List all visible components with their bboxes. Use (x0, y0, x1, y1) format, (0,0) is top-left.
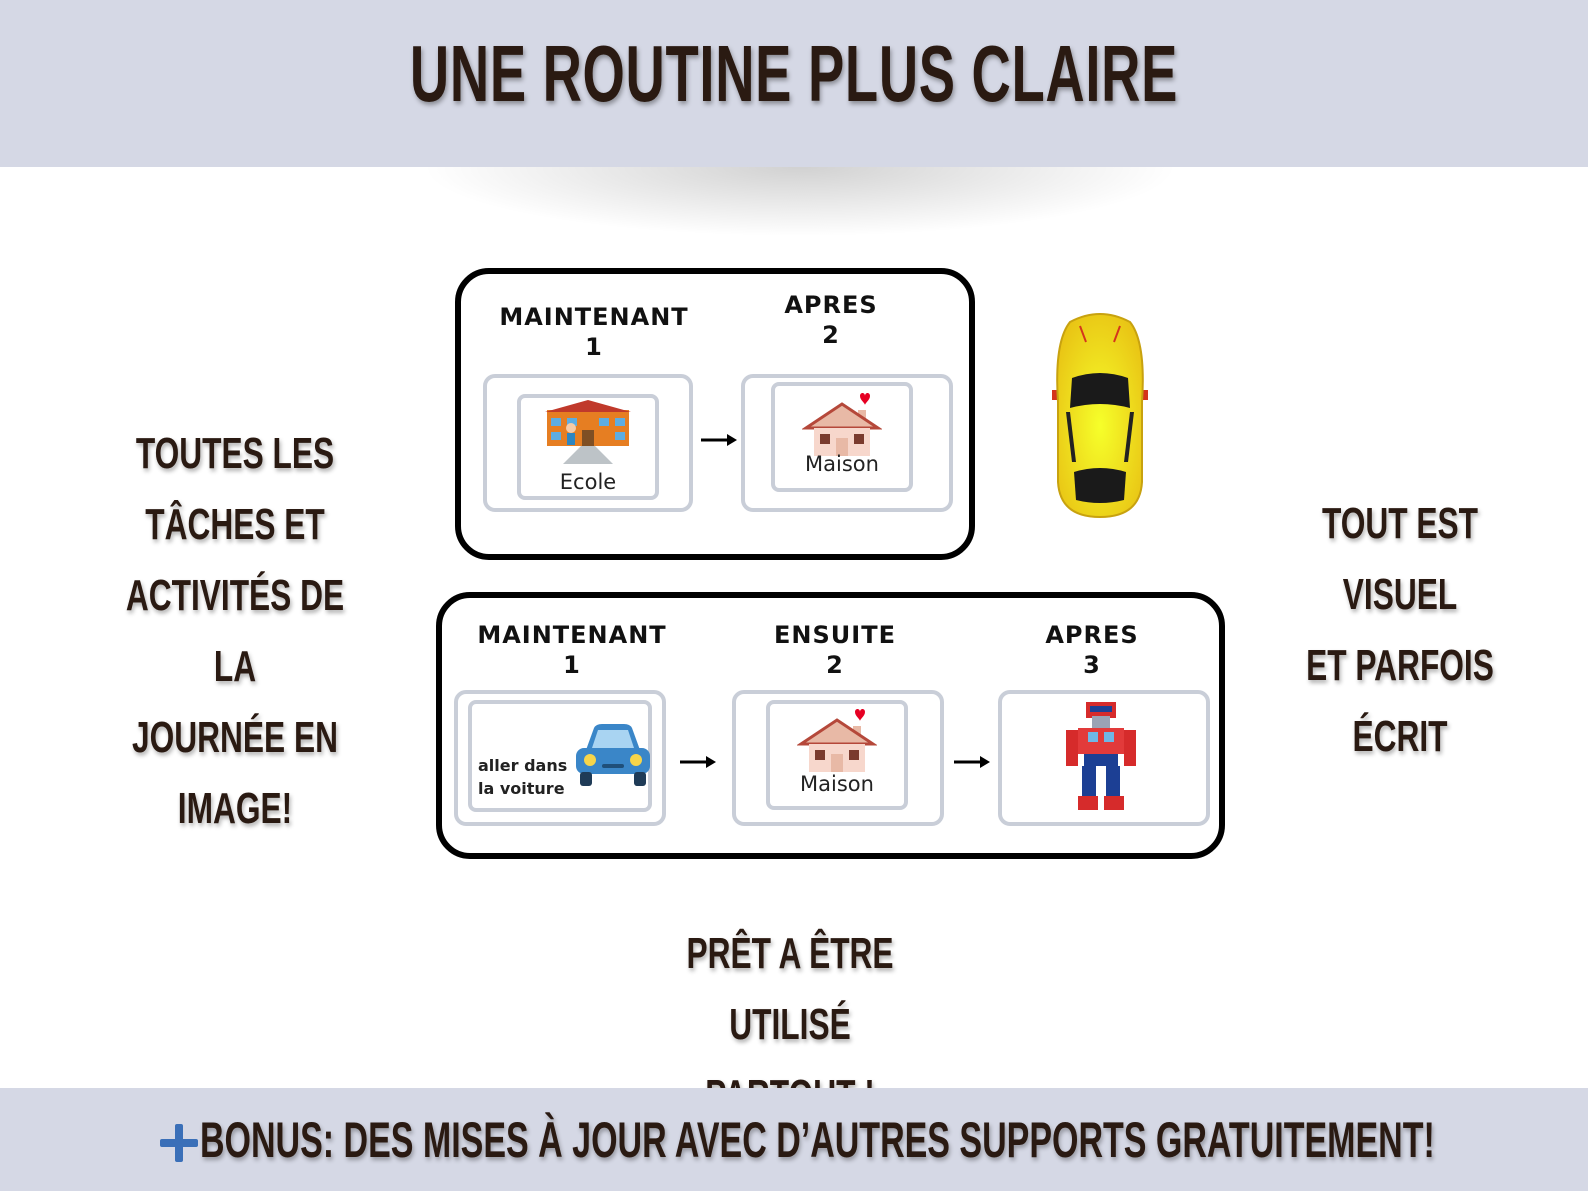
left-line: TÂCHES ET (145, 500, 325, 549)
right-line: TOUT EST VISUEL (1321, 499, 1479, 619)
right-description: TOUT EST VISUEL ET PARFOIS ÉCRIT (1225, 488, 1575, 772)
step-number: 1 (563, 651, 581, 679)
card-label-line: aller dans (478, 756, 568, 775)
left-line: TOUTES LES (135, 429, 335, 478)
step-card-school[interactable]: Ecole (483, 374, 693, 512)
blue-car-icon (576, 724, 650, 786)
step-title: APRES (784, 291, 878, 319)
house-icon (797, 709, 877, 772)
step-heading: MAINTENANT 1 (462, 620, 682, 680)
routine-board-two-steps: MAINTENANT 1 APRES 2 Ecole (455, 268, 975, 560)
card-label: Maison (805, 452, 879, 476)
step-number: 2 (822, 321, 840, 349)
step-card-toy-robot[interactable] (998, 690, 1210, 826)
header-band (0, 0, 1588, 167)
left-description: TOUTES LES TÂCHES ET ACTIVITÉS DE LA JOU… (60, 418, 410, 844)
step-title: ENSUITE (774, 621, 896, 649)
house-icon (802, 393, 882, 456)
left-line: IMAGE! (177, 784, 293, 833)
step-title: MAINTENANT (499, 303, 689, 331)
step-number: 2 (826, 651, 844, 679)
step-card-house[interactable]: Maison (741, 374, 953, 512)
arrow-right-icon (680, 756, 716, 768)
step-heading: MAINTENANT 1 (489, 302, 699, 362)
card-label: Maison (800, 772, 874, 796)
picto-card: Maison (766, 700, 908, 810)
picto-card: Maison (771, 382, 913, 492)
routine-board-three-steps: MAINTENANT 1 ENSUITE 2 APRES 3 aller dan… (436, 592, 1225, 859)
left-line: ACTIVITÉS DE LA (125, 571, 345, 691)
step-card-house[interactable]: Maison (732, 690, 944, 826)
yellow-sports-car-icon (1052, 313, 1148, 519)
card-label: aller dans la voiture (478, 754, 567, 800)
step-heading: ENSUITE 2 (750, 620, 920, 680)
step-title: APRES (1045, 621, 1139, 649)
arrow-right-icon (701, 434, 737, 446)
header-shadow (420, 167, 1180, 237)
picto-card: aller dans la voiture (468, 700, 652, 812)
bonus-text: BONUS: DES MISES À JOUR AVEC D’AUTRES SU… (200, 1112, 1435, 1168)
right-line: ÉCRIT (1352, 712, 1448, 761)
step-number: 1 (585, 333, 603, 361)
toy-robot-icon (1066, 702, 1136, 810)
left-line: JOURNÉE EN (132, 713, 338, 762)
step-number: 3 (1083, 651, 1101, 679)
bottom-line: PRÊT A ÊTRE UTILISÉ (686, 929, 894, 1049)
footer-band (0, 1088, 1588, 1191)
school-icon (545, 400, 631, 464)
step-heading: APRES 3 (1012, 620, 1172, 680)
step-card-car[interactable]: aller dans la voiture (454, 690, 666, 826)
card-label: Ecole (559, 470, 617, 494)
plus-icon (160, 1124, 198, 1162)
right-line: ET PARFOIS (1306, 641, 1494, 690)
step-title: MAINTENANT (477, 621, 667, 649)
arrow-right-icon (954, 756, 990, 768)
card-label-line: la voiture (478, 779, 565, 798)
step-heading: APRES 2 (751, 290, 911, 350)
page-title: UNE ROUTINE PLUS CLAIRE (409, 29, 1179, 118)
picto-card: Ecole (517, 394, 659, 500)
